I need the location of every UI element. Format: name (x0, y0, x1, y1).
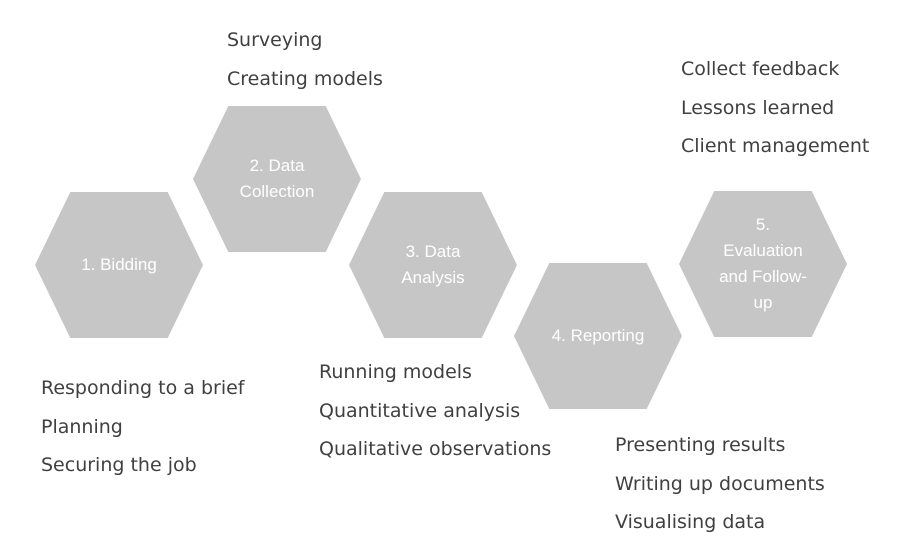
stage-2-hexagon: 2. Data Collection (193, 106, 361, 252)
stage-5-hexagon: 5. Evaluation and Follow-up (679, 191, 847, 337)
stage-3-activities: Running models Quantitative analysis Qua… (319, 358, 551, 474)
stage-2-activities: Surveying Creating models (227, 26, 383, 103)
activity-item: Visualising data (615, 511, 766, 533)
stage-3-label: 3. Data Analysis (401, 242, 465, 287)
stage-4-activities: Presenting results Writing up documents … (615, 431, 825, 547)
activity-item: Responding to a brief (41, 377, 245, 399)
activity-item: Presenting results (615, 434, 786, 456)
stage-4-label: 4. Reporting (551, 326, 645, 345)
stage-2-label: 2. Data Collection (239, 156, 315, 201)
activity-item: Collect feedback (681, 58, 840, 80)
activity-item: Surveying (227, 29, 323, 51)
activity-item: Writing up documents (615, 472, 825, 495)
stage-1-activities: Responding to a brief Planning Securing … (41, 374, 244, 490)
stage-1-hexagon: 1. Bidding (35, 192, 203, 338)
activity-item: Lessons learned (681, 96, 835, 119)
stage-1-label: 1. Bidding (81, 255, 157, 274)
activity-item: Quantitative analysis (319, 399, 521, 422)
stage-4-hexagon: 4. Reporting (514, 263, 682, 409)
stage-5-activities: Collect feedback Lessons learned Client … (681, 55, 869, 171)
activity-item: Planning (41, 415, 123, 438)
stage-5-label: 5. Evaluation and Follow-up (719, 215, 807, 312)
activity-item: Creating models (227, 67, 383, 90)
activity-item: Running models (319, 361, 472, 383)
activity-item: Client management (681, 135, 870, 157)
activity-item: Qualitative observations (319, 438, 552, 460)
stage-3-hexagon: 3. Data Analysis (349, 192, 517, 338)
activity-item: Securing the job (41, 454, 197, 476)
